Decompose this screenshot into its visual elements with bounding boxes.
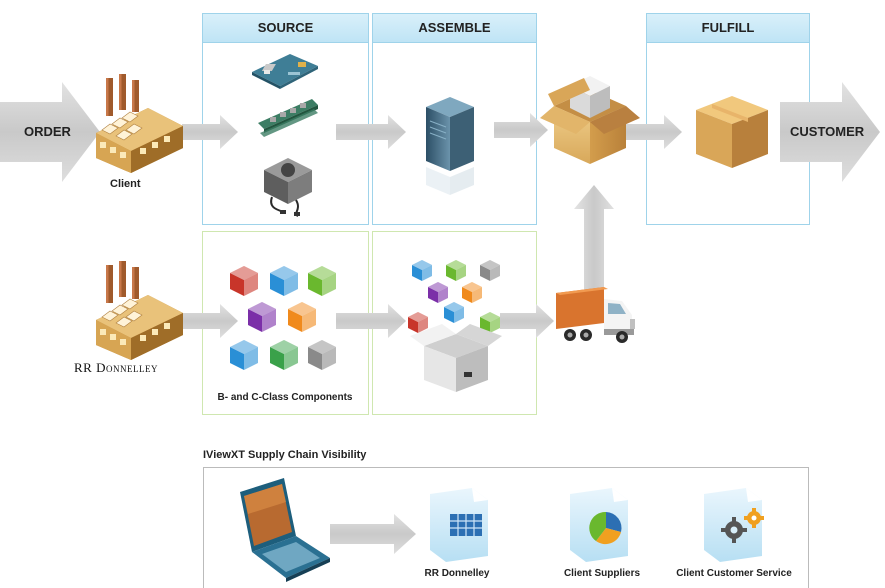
motherboard-icon <box>252 54 318 89</box>
kitting-to-truck-arrow <box>500 304 554 338</box>
open-box-icon <box>540 76 640 164</box>
visibility-item-customer-service: Client Customer Service <box>676 568 792 579</box>
client-label: Client <box>110 178 141 190</box>
kitting-icon <box>408 260 502 392</box>
components-label: B- and C-Class Components <box>217 392 353 403</box>
client-to-source-arrow <box>182 115 238 149</box>
visibility-title: IViewXT Supply Chain Visibility <box>203 449 367 461</box>
source-header: SOURCE <box>203 14 368 43</box>
truck-icon <box>556 287 635 343</box>
customer-label: CUSTOMER <box>790 124 865 139</box>
memory-icon <box>258 99 318 137</box>
shipping-box-icon <box>696 96 768 168</box>
visibility-item-suppliers: Client Suppliers <box>563 568 641 579</box>
power-supply-icon <box>264 158 312 217</box>
customer-arrow <box>780 82 880 182</box>
assemble-panel: ASSEMBLE <box>372 13 537 225</box>
source-to-assemble-arrow <box>336 115 406 149</box>
client-factory-icon <box>95 73 184 174</box>
visibility-arrow <box>330 514 416 554</box>
spreadsheet-doc-icon <box>430 488 488 562</box>
order-arrow <box>0 82 100 182</box>
gears-doc-icon <box>704 488 764 562</box>
assemble-header: ASSEMBLE <box>373 14 536 43</box>
components-to-kitting-arrow <box>336 304 406 338</box>
order-label: ORDER <box>24 124 71 139</box>
truck-to-box-arrow <box>574 185 614 295</box>
server-icon <box>426 97 474 195</box>
visibility-item-rrd: RR Donnelley <box>424 568 490 579</box>
box-to-fulfill-arrow <box>626 115 682 149</box>
assemble-to-box-arrow <box>494 113 548 147</box>
rrd-logo: RR Donnelley <box>74 360 158 375</box>
fulfill-header: FULFILL <box>647 14 809 43</box>
rrd-to-components-arrow <box>182 304 238 338</box>
components-cubes <box>230 266 336 370</box>
pie-chart-doc-icon <box>570 488 628 562</box>
rrd-factory-icon <box>95 260 184 361</box>
laptop-icon <box>240 478 330 582</box>
